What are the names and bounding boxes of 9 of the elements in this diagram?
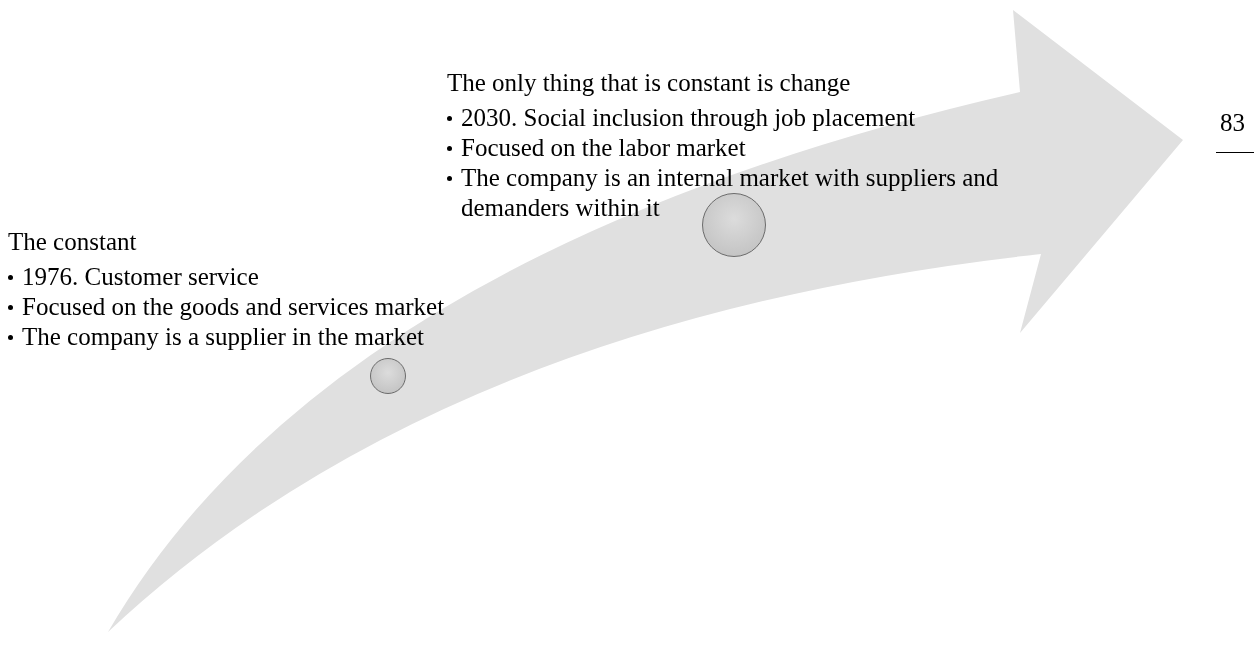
heading-text: The constant [8, 227, 137, 257]
bullet-text: Focused on the goods and services market [22, 292, 445, 322]
bullet-text: Focused on the labor market [461, 133, 746, 163]
bullet-text: 1976. Customer service [22, 262, 259, 292]
heading-text: The only thing that is constant is change [447, 68, 851, 98]
bullet-text: 2030. Social inclusion through job placement [461, 103, 916, 133]
bullet-text: The company is an internal market with suppliers and demanders within it [461, 163, 1000, 223]
bullet-text: The company is a supplier in the market [22, 322, 424, 352]
page-number: 83 [1219, 108, 1246, 138]
